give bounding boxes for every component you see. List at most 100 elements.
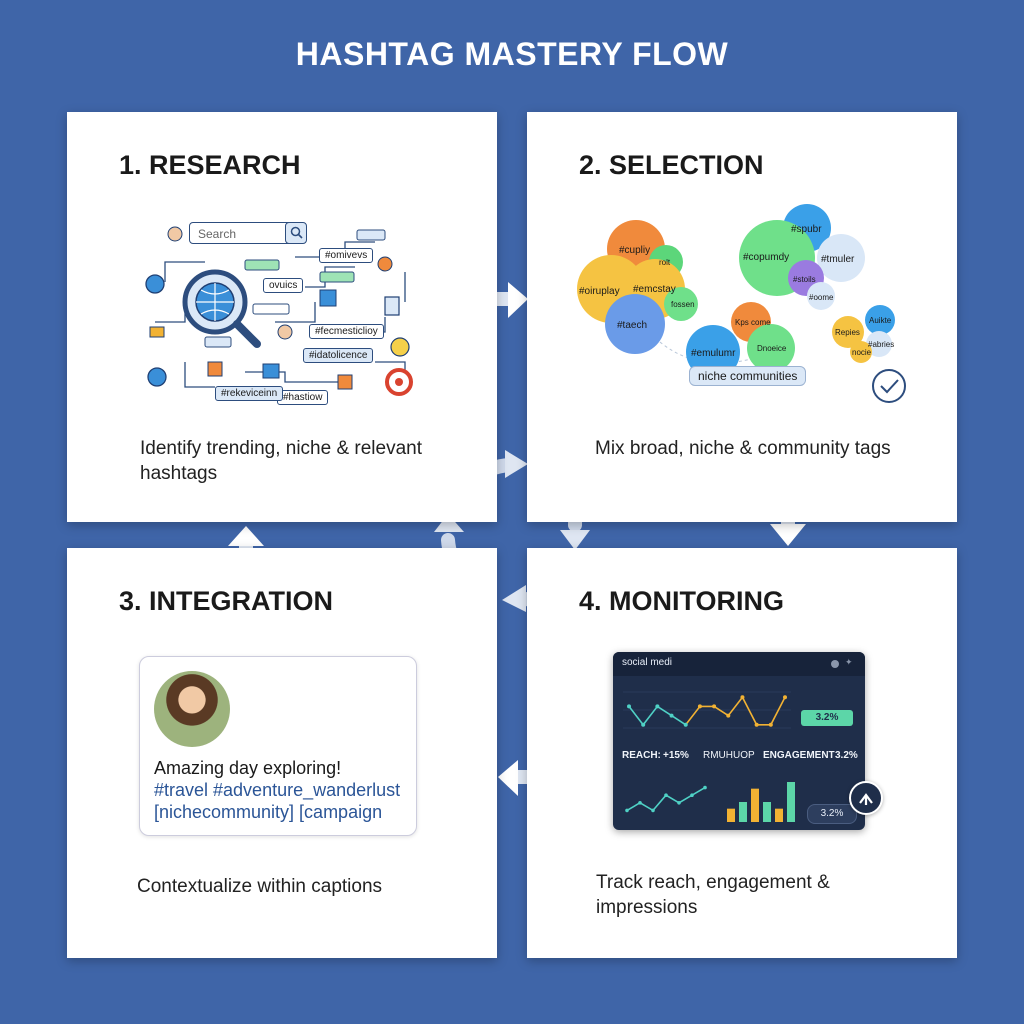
page-title: HASHTAG MASTERY FLOW — [295, 36, 729, 72]
bubble-label-abries: #abries — [868, 340, 894, 349]
research-tag-4: #idatolicence — [303, 348, 374, 363]
cycle-arrowhead-1 — [505, 450, 528, 478]
bubble-label-oome: #oome — [809, 293, 834, 302]
line-chart — [623, 691, 791, 729]
dashboard-pill-bottom: 3.2% — [807, 804, 857, 824]
bar — [787, 782, 795, 822]
small-line-point — [664, 793, 668, 797]
bubble-label-fossen: fossen — [671, 300, 695, 309]
mid-stat-label: RMUHUOP — [703, 750, 755, 761]
cycle-arrowhead-4 — [434, 514, 464, 532]
line-point — [726, 713, 731, 718]
bubble-tmuler — [817, 234, 865, 282]
bubble-label-repies: Repies — [835, 328, 860, 337]
integration-heading: 3. INTEGRATION — [119, 586, 334, 616]
cycle-arrowhead-2 — [560, 530, 590, 550]
dashboard-title: social medi — [622, 657, 673, 668]
bubble-nocie — [850, 341, 872, 363]
niche-communities-label: niche communities — [689, 366, 807, 386]
integration-panel: 3. INTEGRATION Amazing day exploring! #t… — [67, 548, 497, 958]
research-heading: 1. RESEARCH — [119, 150, 301, 180]
research-tag-5: #hastiow — [277, 390, 329, 405]
selection-caption: Mix broad, niche & community tags — [595, 438, 891, 459]
line-point — [754, 722, 759, 727]
line-point — [783, 695, 787, 700]
engagement-label: ENGAGEMENT — [763, 750, 835, 761]
bubble-label-emulumr: #emulumr — [691, 348, 736, 359]
bubble-abries — [866, 331, 892, 357]
line-point — [641, 722, 646, 727]
research-tag-1: #omivevs — [319, 248, 374, 263]
monitoring-caption: Track reach, engagement & impressions — [596, 872, 830, 918]
research-network-illustration — [145, 226, 413, 396]
post-hashtags-line-1: #travel #adventure_wanderlust — [154, 780, 401, 800]
research-tag-6: #rekeviceinn — [215, 386, 284, 401]
search-input[interactable]: Search — [189, 222, 305, 244]
bubble-label-stoils: #stoils — [793, 275, 816, 284]
avatar — [154, 671, 230, 747]
research-caption: Identify trending, niche & relevant hash… — [140, 438, 423, 484]
bubble-auikte — [865, 305, 895, 335]
bar — [739, 802, 747, 822]
bar — [727, 808, 735, 822]
small-line-point — [638, 801, 642, 805]
research-tag-3: #fecmesticlioy — [309, 324, 384, 339]
monitoring-heading: 4. MONITORING — [579, 586, 785, 616]
reach-value: +15% — [663, 750, 689, 761]
line-point — [697, 704, 702, 709]
small-line-chart — [625, 785, 707, 813]
selection-panel: 2. SELECTION #cupliy rolt #oiruplay #emc… — [527, 112, 957, 522]
integration-caption: Contextualize within captions — [137, 876, 383, 897]
share-icon[interactable] — [849, 781, 883, 815]
bubble-label-kps-come: Kps come — [735, 318, 771, 327]
small-line-point — [625, 808, 629, 813]
bar — [751, 788, 759, 822]
post-text: Amazing day exploring! — [154, 758, 342, 778]
social-post-card: Amazing day exploring! #travel #adventur… — [139, 656, 417, 836]
line-point — [669, 713, 674, 718]
small-line-point — [703, 785, 707, 790]
star-icon: ✦ — [845, 657, 853, 667]
small-line-point — [651, 808, 655, 813]
analytics-dashboard: social medi ✦ 3.2% REACH: +15% RMUHUOP E… — [613, 652, 865, 830]
research-tag-2: ovuics — [263, 278, 304, 293]
line-point — [655, 704, 660, 709]
bubble-label-oiruplay: #oiruplay — [579, 286, 620, 297]
reach-label: REACH: — [622, 750, 661, 761]
bar-chart — [727, 782, 795, 822]
monitoring-panel: 4. MONITORING social medi ✦ 3.2% REACH: … — [527, 548, 957, 958]
bubble-label-auikte: Auikte — [869, 316, 892, 325]
line-point — [768, 722, 773, 727]
bubble-fossen — [664, 287, 698, 321]
small-line-point — [690, 793, 694, 797]
post-hashtags-line-2: [nichecommunity] [campaign — [154, 802, 383, 822]
bubble-dnoeice — [747, 324, 795, 372]
small-line-series — [626, 786, 706, 812]
bubble-emulumr — [686, 325, 740, 379]
research-panel: 1. RESEARCH — [67, 112, 497, 522]
line-series-gold — [685, 695, 786, 726]
bubble-label-taech: #taech — [617, 320, 647, 331]
bubble-label-dnoeice: Dnoeice — [757, 344, 787, 353]
bubble-label-spubr: #spubr — [791, 224, 822, 235]
small-line-point — [677, 801, 681, 805]
window-dot-icon — [831, 660, 839, 668]
bar — [763, 802, 771, 822]
bubble-label-tmuler: #tmuler — [821, 254, 855, 265]
dashboard-pill-top: 3.2% — [801, 710, 853, 726]
bubble-label-rolt: rolt — [659, 258, 671, 267]
search-icon[interactable] — [285, 222, 307, 244]
bubble-label-cupliy: #cupliy — [619, 245, 650, 256]
selection-bubbles-illustration: #cupliy rolt #oiruplay #emcstay fossen #… — [577, 204, 906, 403]
engagement-value: 3.2% — [835, 750, 858, 761]
cycle-arrowhead-3 — [502, 585, 526, 612]
line-point — [740, 695, 745, 700]
bubble-oome — [807, 282, 835, 310]
bar — [775, 808, 783, 822]
bubble-repies — [832, 316, 864, 348]
bubble-label-nocie: nocie — [852, 348, 872, 357]
bubble-label-copumdy: #copumdy — [743, 252, 789, 263]
line-point — [627, 704, 631, 709]
line-series-teal — [628, 705, 687, 727]
line-point — [712, 704, 717, 709]
